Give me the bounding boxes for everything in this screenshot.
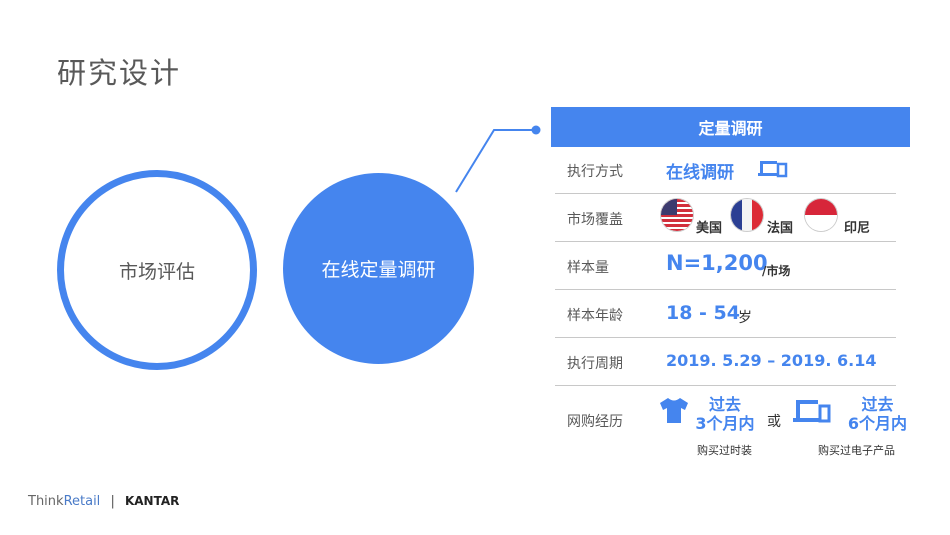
circle-label: 在线定量调研 — [321, 259, 436, 281]
option-a-period: 过去 3个月内 — [695, 395, 755, 433]
sample-age-unit: 岁 — [738, 310, 752, 326]
market-assessment-circle: 市场评估 — [57, 170, 257, 370]
row-label: 执行方式 — [567, 164, 623, 180]
market-name: 法国 — [767, 221, 794, 236]
row-shopping: 网购经历 过去 3个月内 或 购买过时装 过去 6个月内 购买过电子产品 — [555, 386, 915, 461]
tshirt-icon — [660, 398, 688, 423]
market-name: 印尼 — [844, 221, 871, 236]
devices-icon — [758, 161, 788, 178]
row-period: 执行周期 2019. 5.29 – 2019. 6.14 — [555, 337, 896, 386]
market-name: 美国 — [696, 221, 723, 236]
row-label: 市场覆盖 — [567, 212, 623, 228]
row-label: 样本量 — [567, 260, 609, 276]
sample-age-value: 18 - 54 — [666, 302, 740, 324]
indonesia-flag-icon — [805, 199, 837, 231]
row-markets: 市场覆盖 美国 法国 印尼 — [555, 193, 896, 242]
us-flag-icon — [661, 199, 693, 231]
row-label: 网购经历 — [567, 414, 623, 430]
row-sample-size: 样本量 N=1,200 /市场 — [555, 241, 896, 290]
brand-think: Think — [28, 494, 64, 509]
france-flag-icon — [731, 199, 763, 231]
row-label: 执行周期 — [567, 356, 623, 372]
circle-label: 市场评估 — [118, 260, 195, 283]
sample-size-value: N=1,200 — [666, 251, 768, 275]
page-title: 研究设计 — [57, 56, 182, 90]
brand-retail: Retail — [63, 494, 101, 509]
brand-kantar: KANTAR — [124, 494, 180, 508]
brand-separator: | — [110, 494, 115, 509]
row-method: 执行方式 在线调研 — [555, 147, 896, 194]
option-b-caption: 购买过电子产品 — [818, 444, 895, 457]
devices-icon — [793, 400, 831, 423]
option-b-period: 过去 6个月内 — [847, 395, 908, 433]
table-header: 定量调研 — [551, 107, 910, 147]
sample-size-unit: /市场 — [762, 264, 791, 278]
row-sample-age: 样本年龄 18 - 54 岁 — [555, 289, 896, 338]
method-value: 在线调研 — [666, 163, 734, 183]
option-a-caption: 购买过时装 — [697, 444, 752, 457]
or-connector: 或 — [767, 414, 781, 430]
footer-brand: ThinkRetail | KANTAR — [28, 494, 179, 509]
period-value: 2019. 5.29 – 2019. 6.14 — [666, 351, 877, 370]
row-label: 样本年龄 — [567, 308, 623, 324]
online-quant-circle: 在线定量调研 — [283, 173, 474, 364]
